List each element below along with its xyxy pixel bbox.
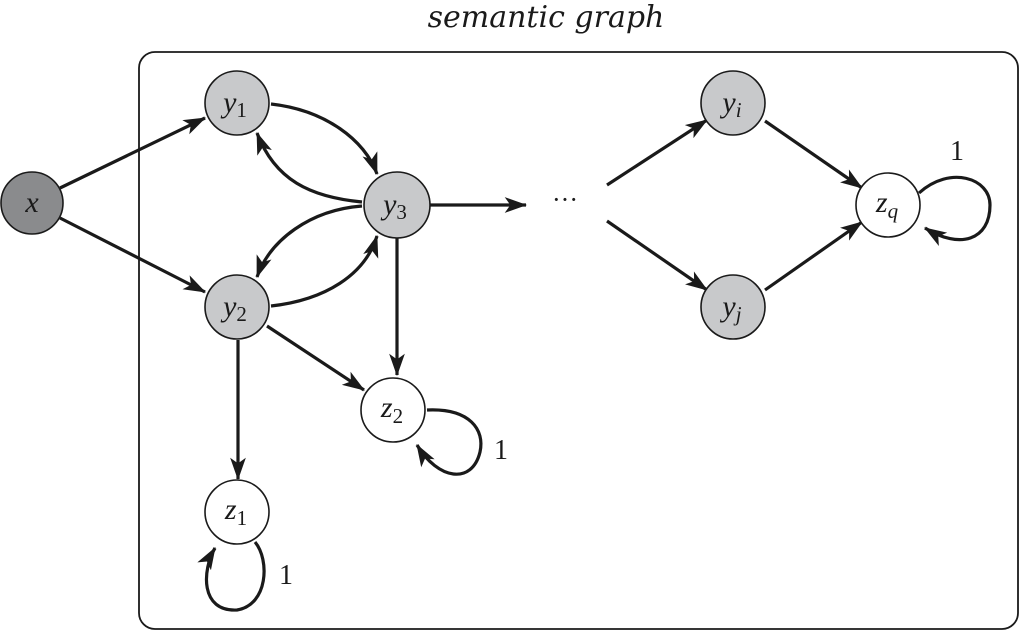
node-yj: yj — [700, 274, 766, 340]
weight-label-z1: 1 — [279, 560, 293, 591]
node-zq-subscript: q — [888, 199, 899, 223]
node-z2: z2 — [360, 377, 426, 443]
node-z1: z1 — [204, 479, 270, 545]
svg-text:x: x — [24, 186, 39, 219]
svg-text:yi: yi — [719, 86, 741, 122]
node-y1-label: y — [220, 86, 237, 119]
node-x-label: x — [24, 186, 39, 219]
node-x: x — [0, 171, 64, 235]
diagram-title: semantic graph — [428, 0, 665, 35]
nodes-layer: x y1 y2 y3 yi yj z1 z2 — [0, 70, 921, 545]
node-zq-label: z — [875, 186, 888, 219]
node-yi: yi — [700, 70, 766, 136]
edge-y2-to-z2 — [266, 324, 365, 392]
svg-text:y1: y1 — [220, 86, 247, 122]
node-yi-label: y — [719, 86, 736, 119]
node-y2-subscript: 2 — [236, 302, 247, 326]
node-z1-subscript: 1 — [237, 506, 248, 530]
edge-y3-to-y2 — [255, 204, 363, 279]
self-loop-zq — [917, 175, 992, 246]
svg-text:z2: z2 — [380, 391, 403, 428]
weight-label-z2: 1 — [494, 435, 508, 466]
node-yi-subscript: i — [736, 98, 742, 122]
node-y3: y3 — [363, 171, 431, 239]
self-loop-z2 — [415, 408, 483, 476]
node-y2: y2 — [204, 274, 270, 340]
svg-text:zq: zq — [875, 186, 899, 223]
svg-text:yj: yj — [719, 290, 741, 326]
edge-ellipsis-to-yj — [606, 219, 708, 292]
edges-layer — [59, 102, 992, 612]
node-y3-label: y — [380, 188, 397, 221]
semantic-graph-frame — [138, 51, 1019, 630]
edge-y2-to-y3 — [270, 234, 379, 308]
edge-yj-to-zq — [764, 220, 863, 292]
edge-y3-to-y1 — [255, 131, 363, 204]
svg-text:z1: z1 — [224, 493, 247, 530]
node-y1: y1 — [204, 70, 270, 136]
node-zq: zq — [855, 172, 921, 238]
edge-ellipsis-to-yi — [606, 118, 708, 187]
node-yj-subscript: j — [733, 302, 742, 326]
edge-yi-to-zq — [764, 119, 863, 190]
svg-text:y3: y3 — [380, 188, 407, 224]
node-y3-subscript: 3 — [396, 200, 407, 224]
edge-y1-to-y3 — [270, 102, 379, 176]
node-z2-label: z — [380, 391, 393, 424]
edge-x-to-y1 — [59, 116, 207, 190]
svg-text:y2: y2 — [220, 290, 247, 326]
node-y1-subscript: 1 — [236, 98, 247, 122]
self-loop-z1 — [197, 540, 266, 612]
node-z1-label: z — [224, 493, 237, 526]
weight-label-zq: 1 — [950, 136, 964, 167]
edge-x-to-y2 — [59, 216, 206, 294]
ellipsis-node: ··· — [552, 185, 578, 214]
node-z2-subscript: 2 — [393, 404, 404, 428]
node-yj-label: y — [719, 290, 736, 323]
node-y2-label: y — [220, 290, 237, 323]
